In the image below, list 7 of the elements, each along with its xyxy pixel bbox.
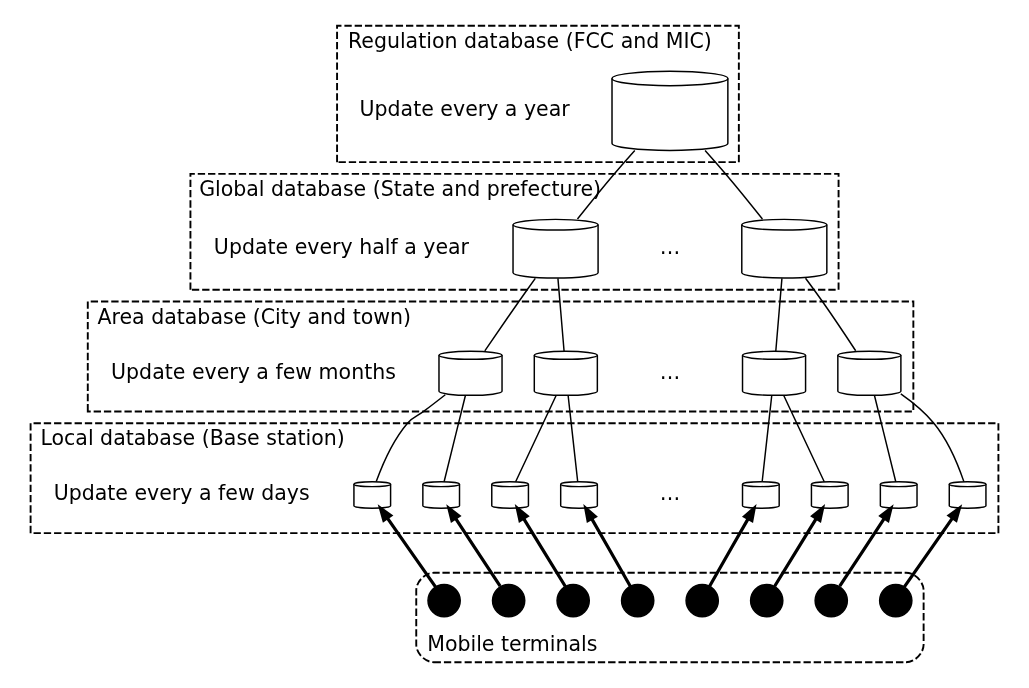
node-label: Update every a year [359,97,570,122]
node-label: Update every half a year [213,235,470,260]
label: … [659,481,681,506]
node-label: Update every a few months [111,359,396,384]
node-label: Update every a few days [53,481,310,506]
label: … [659,235,681,260]
label: … [659,359,681,384]
